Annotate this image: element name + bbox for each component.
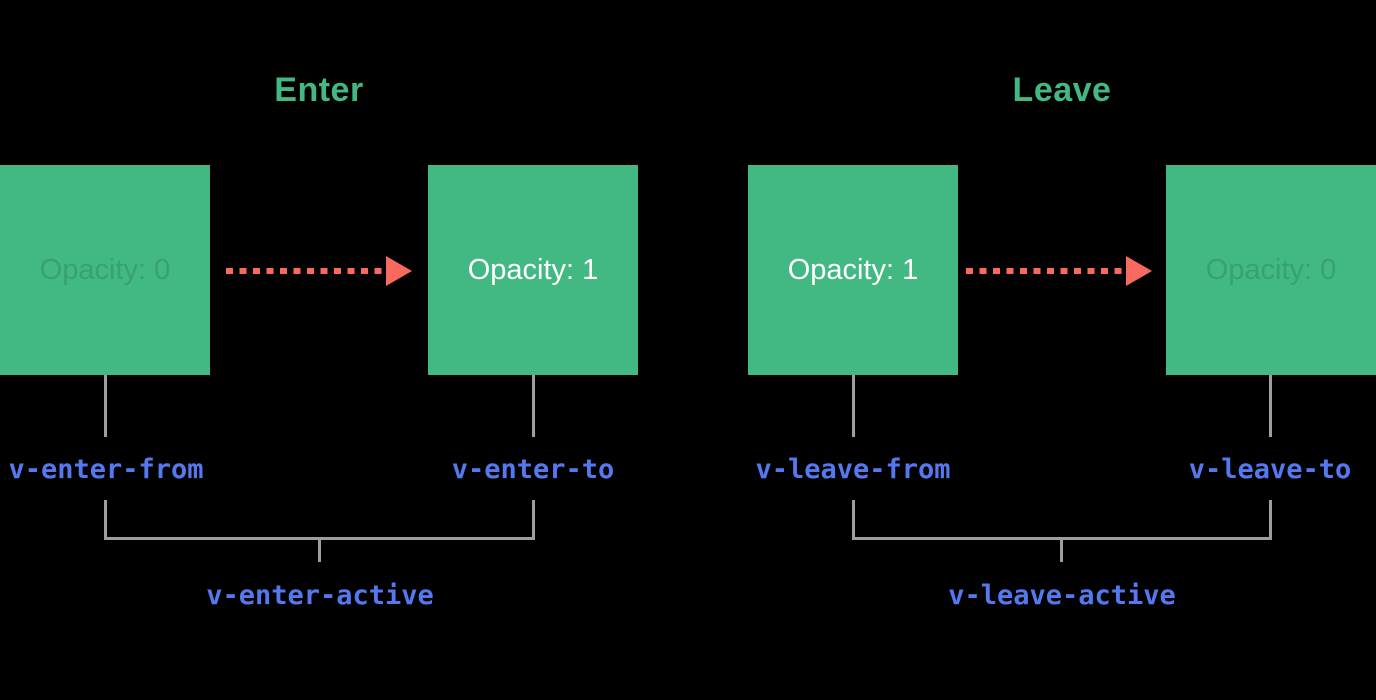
connector-line xyxy=(1269,375,1272,437)
bracket-right-line xyxy=(1269,500,1272,537)
bracket-bottom-line xyxy=(852,537,1272,540)
bracket-left-line xyxy=(104,500,107,537)
enter-from-class-label: v-enter-from xyxy=(8,454,204,485)
leave-active-class-label: v-leave-active xyxy=(948,580,1176,611)
leave-to-class-label: v-leave-to xyxy=(1188,454,1352,485)
enter-active-class-label: v-enter-active xyxy=(206,580,434,611)
enter-to-class-label: v-enter-to xyxy=(451,454,615,485)
connector-line xyxy=(104,375,107,437)
bracket-bottom-line xyxy=(104,537,535,540)
bracket-left-line xyxy=(852,500,855,537)
connector-line xyxy=(532,375,535,437)
enter-to-box-label: Opacity: 1 xyxy=(467,254,599,286)
enter-from-box: Opacity: 0 xyxy=(0,165,210,375)
connector-line xyxy=(852,375,855,437)
leave-to-box: Opacity: 0 xyxy=(1166,165,1376,375)
dashed-arrow-icon xyxy=(226,256,412,286)
bracket-stem-line xyxy=(318,540,321,562)
leave-from-box: Opacity: 1 xyxy=(748,165,958,375)
bracket-stem-line xyxy=(1060,540,1063,562)
dashed-arrow-icon xyxy=(966,256,1152,286)
enter-to-box: Opacity: 1 xyxy=(428,165,638,375)
leave-phase-title: Leave xyxy=(1012,71,1112,109)
leave-from-box-label: Opacity: 1 xyxy=(787,254,919,286)
leave-to-box-label: Opacity: 0 xyxy=(1205,254,1337,286)
bracket-right-line xyxy=(532,500,535,537)
enter-phase-title: Enter xyxy=(274,71,364,109)
leave-from-class-label: v-leave-from xyxy=(755,454,951,485)
enter-from-box-label: Opacity: 0 xyxy=(39,254,171,286)
